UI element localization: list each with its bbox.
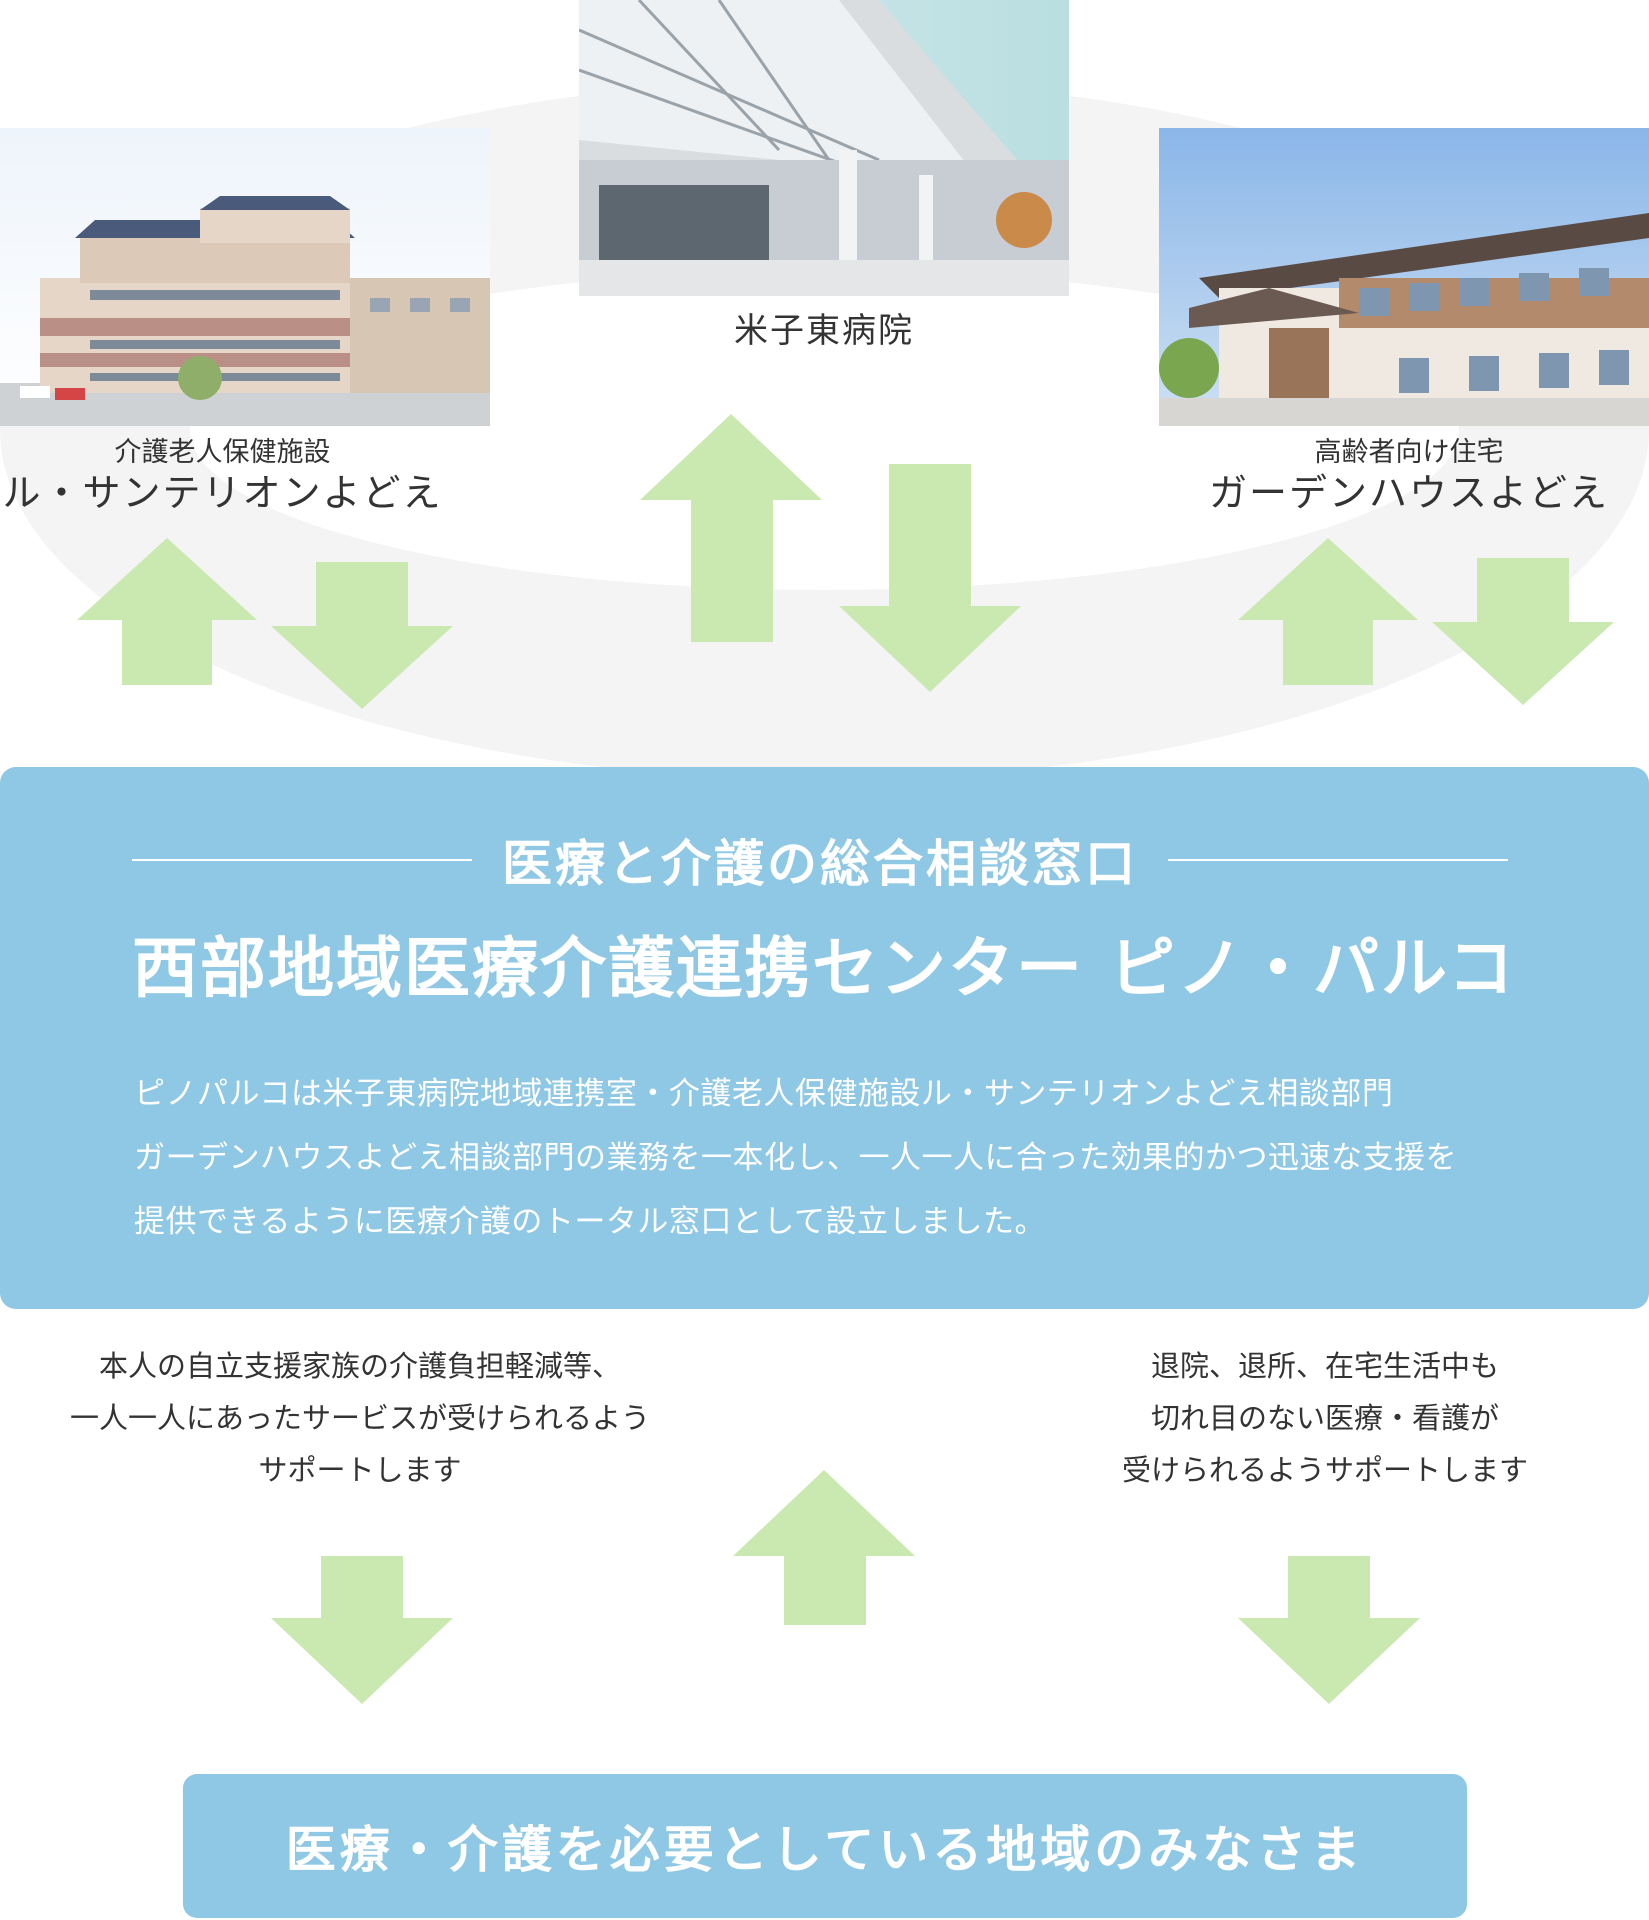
center-subtitle: 医療と介護の総合相談窓口: [132, 832, 1508, 893]
arrow-down-icon: [271, 562, 453, 709]
arrow-up-icon: [1238, 538, 1418, 685]
facility-name: ル・サンテリオンよどえ: [2, 471, 443, 515]
community-panel: 医療・介護を必要としている地域のみなさま: [183, 1774, 1467, 1918]
facility-type: 介護老人保健施設: [114, 437, 331, 468]
caption-le-santerion: 介護老人保健施設 ル・サンテリオンよどえ: [0, 436, 445, 516]
facility-name: 米子東病院: [734, 311, 914, 351]
facility-type: 高齢者向け住宅: [1314, 437, 1504, 468]
arrow-up-icon: [733, 1470, 915, 1625]
photo-le-santerion: [0, 128, 490, 426]
center-title: 西部地域医療介護連携センター ピノ・パルコ: [132, 930, 1516, 1007]
description-line: ガーデンハウスよどえ相談部門の業務を一本化し、一人一人に合った効果的かつ迅速な支…: [134, 1140, 1457, 1176]
facility-name: ガーデンハウスよどえ: [1208, 471, 1609, 515]
arrow-up-icon: [640, 414, 822, 642]
photo-yonago-higashi-hospital: [579, 0, 1069, 296]
note-self-support: 本人の自立支援家族の介護負担軽減等、 一人一人にあったサービスが受けられるよう …: [30, 1340, 690, 1496]
consultation-center-panel: [0, 767, 1649, 1309]
description-line: 提供できるように医療介護のトータル窓口として設立しました。: [134, 1204, 1046, 1240]
center-description: ピノパルコは米子東病院地域連携室・介護老人保健施設ル・サンテリオンよどえ相談部門…: [134, 1062, 1534, 1254]
note-line: 一人一人にあったサービスが受けられるよう: [69, 1401, 650, 1435]
note-line: 受けられるようサポートします: [1121, 1453, 1528, 1487]
arrow-up-icon: [77, 538, 257, 685]
arrow-down-icon: [839, 464, 1021, 692]
divider-line: [132, 859, 472, 861]
caption-garden-house: 高齢者向け住宅 ガーデンハウスよどえ: [1189, 436, 1629, 516]
note-seamless-care: 退院、退所、在宅生活中も 切れ目のない医療・看護が 受けられるようサポートします: [1060, 1340, 1590, 1496]
note-line: 本人の自立支援家族の介護負担軽減等、: [98, 1349, 621, 1383]
note-line: サポートします: [258, 1453, 462, 1487]
photo-garden-house: [1159, 128, 1649, 426]
community-label: 医療・介護を必要としている地域のみなさま: [285, 1821, 1365, 1879]
arrow-down-icon: [1432, 558, 1614, 705]
note-line: 退院、退所、在宅生活中も: [1150, 1349, 1499, 1383]
note-line: 切れ目のない医療・看護が: [1150, 1401, 1499, 1435]
caption-hospital: 米子東病院: [579, 308, 1069, 354]
arrow-down-icon: [271, 1556, 453, 1704]
description-line: ピノパルコは米子東病院地域連携室・介護老人保健施設ル・サンテリオンよどえ相談部門: [134, 1076, 1394, 1112]
subtitle-text: 医療と介護の総合相談窓口: [502, 835, 1138, 893]
arrow-down-icon: [1238, 1556, 1420, 1704]
divider-line: [1168, 859, 1508, 861]
